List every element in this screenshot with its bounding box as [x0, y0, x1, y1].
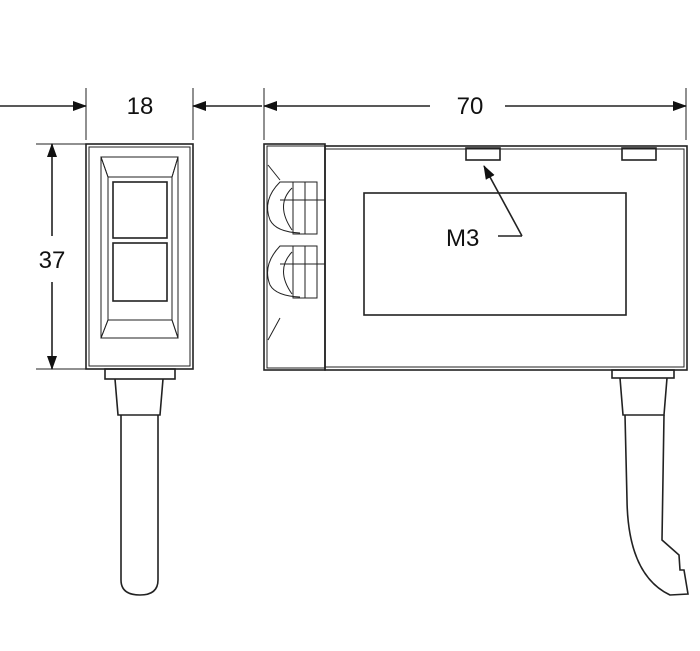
- front-view: [85, 143, 194, 596]
- width-dimension: 18: [0, 88, 262, 140]
- height-dimension: 37: [36, 143, 86, 370]
- lens-upper: [267, 181, 325, 235]
- length-label: 70: [457, 93, 484, 120]
- width-label: 18: [127, 93, 154, 120]
- m3-label: M3: [446, 225, 479, 252]
- lens-lower: [267, 245, 325, 299]
- m3-mount-hole: [465, 147, 501, 161]
- length-dimension: 70: [263, 88, 687, 140]
- height-label: 37: [39, 247, 66, 274]
- indicator: [621, 147, 657, 161]
- side-view: [263, 143, 689, 596]
- m3-callout: M3: [446, 165, 523, 252]
